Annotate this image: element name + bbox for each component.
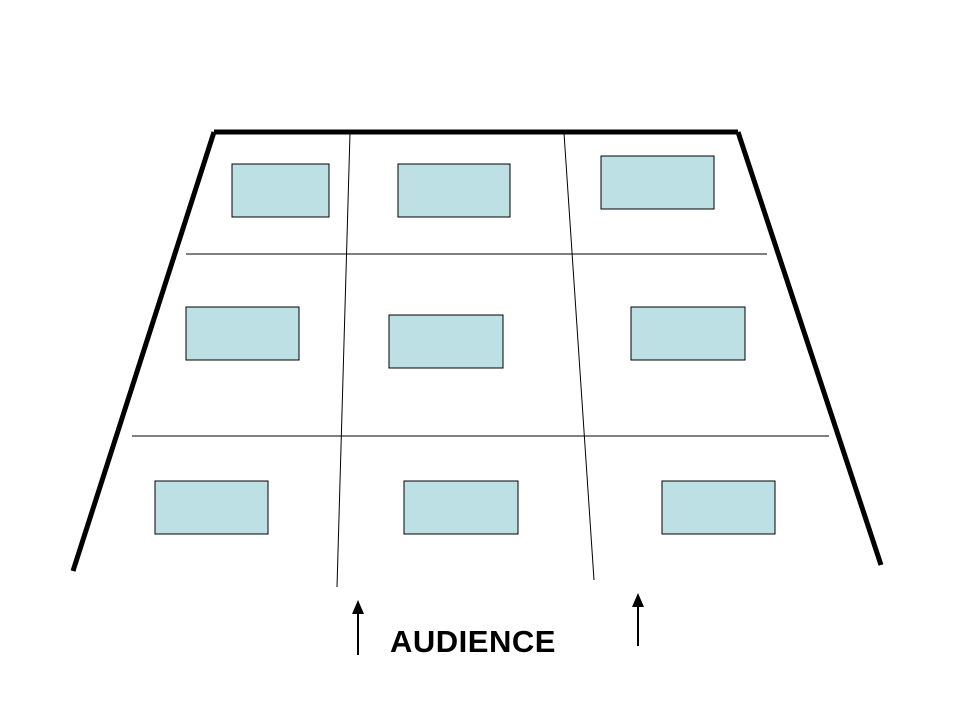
zone-back-right bbox=[600, 155, 715, 210]
zone-back-center bbox=[397, 163, 511, 218]
zone-front-right bbox=[661, 480, 776, 535]
grid-line-left-vertical bbox=[336, 132, 351, 588]
zone-middle-center bbox=[388, 314, 504, 369]
grid-line-right-vertical bbox=[563, 132, 595, 581]
zone-middle-right bbox=[630, 306, 746, 361]
zone-middle-left bbox=[185, 306, 300, 361]
audience-arrow-left-icon bbox=[352, 600, 364, 655]
zone-front-center bbox=[403, 480, 519, 535]
audience-label: AUDIENCE bbox=[390, 624, 556, 659]
stage-zones bbox=[154, 155, 776, 535]
zone-front-left bbox=[154, 480, 269, 535]
stage-left-edge bbox=[70, 131, 217, 572]
stage-right-edge bbox=[735, 131, 884, 566]
audience-arrow-right-icon bbox=[632, 593, 644, 646]
zone-back-left bbox=[231, 163, 330, 218]
